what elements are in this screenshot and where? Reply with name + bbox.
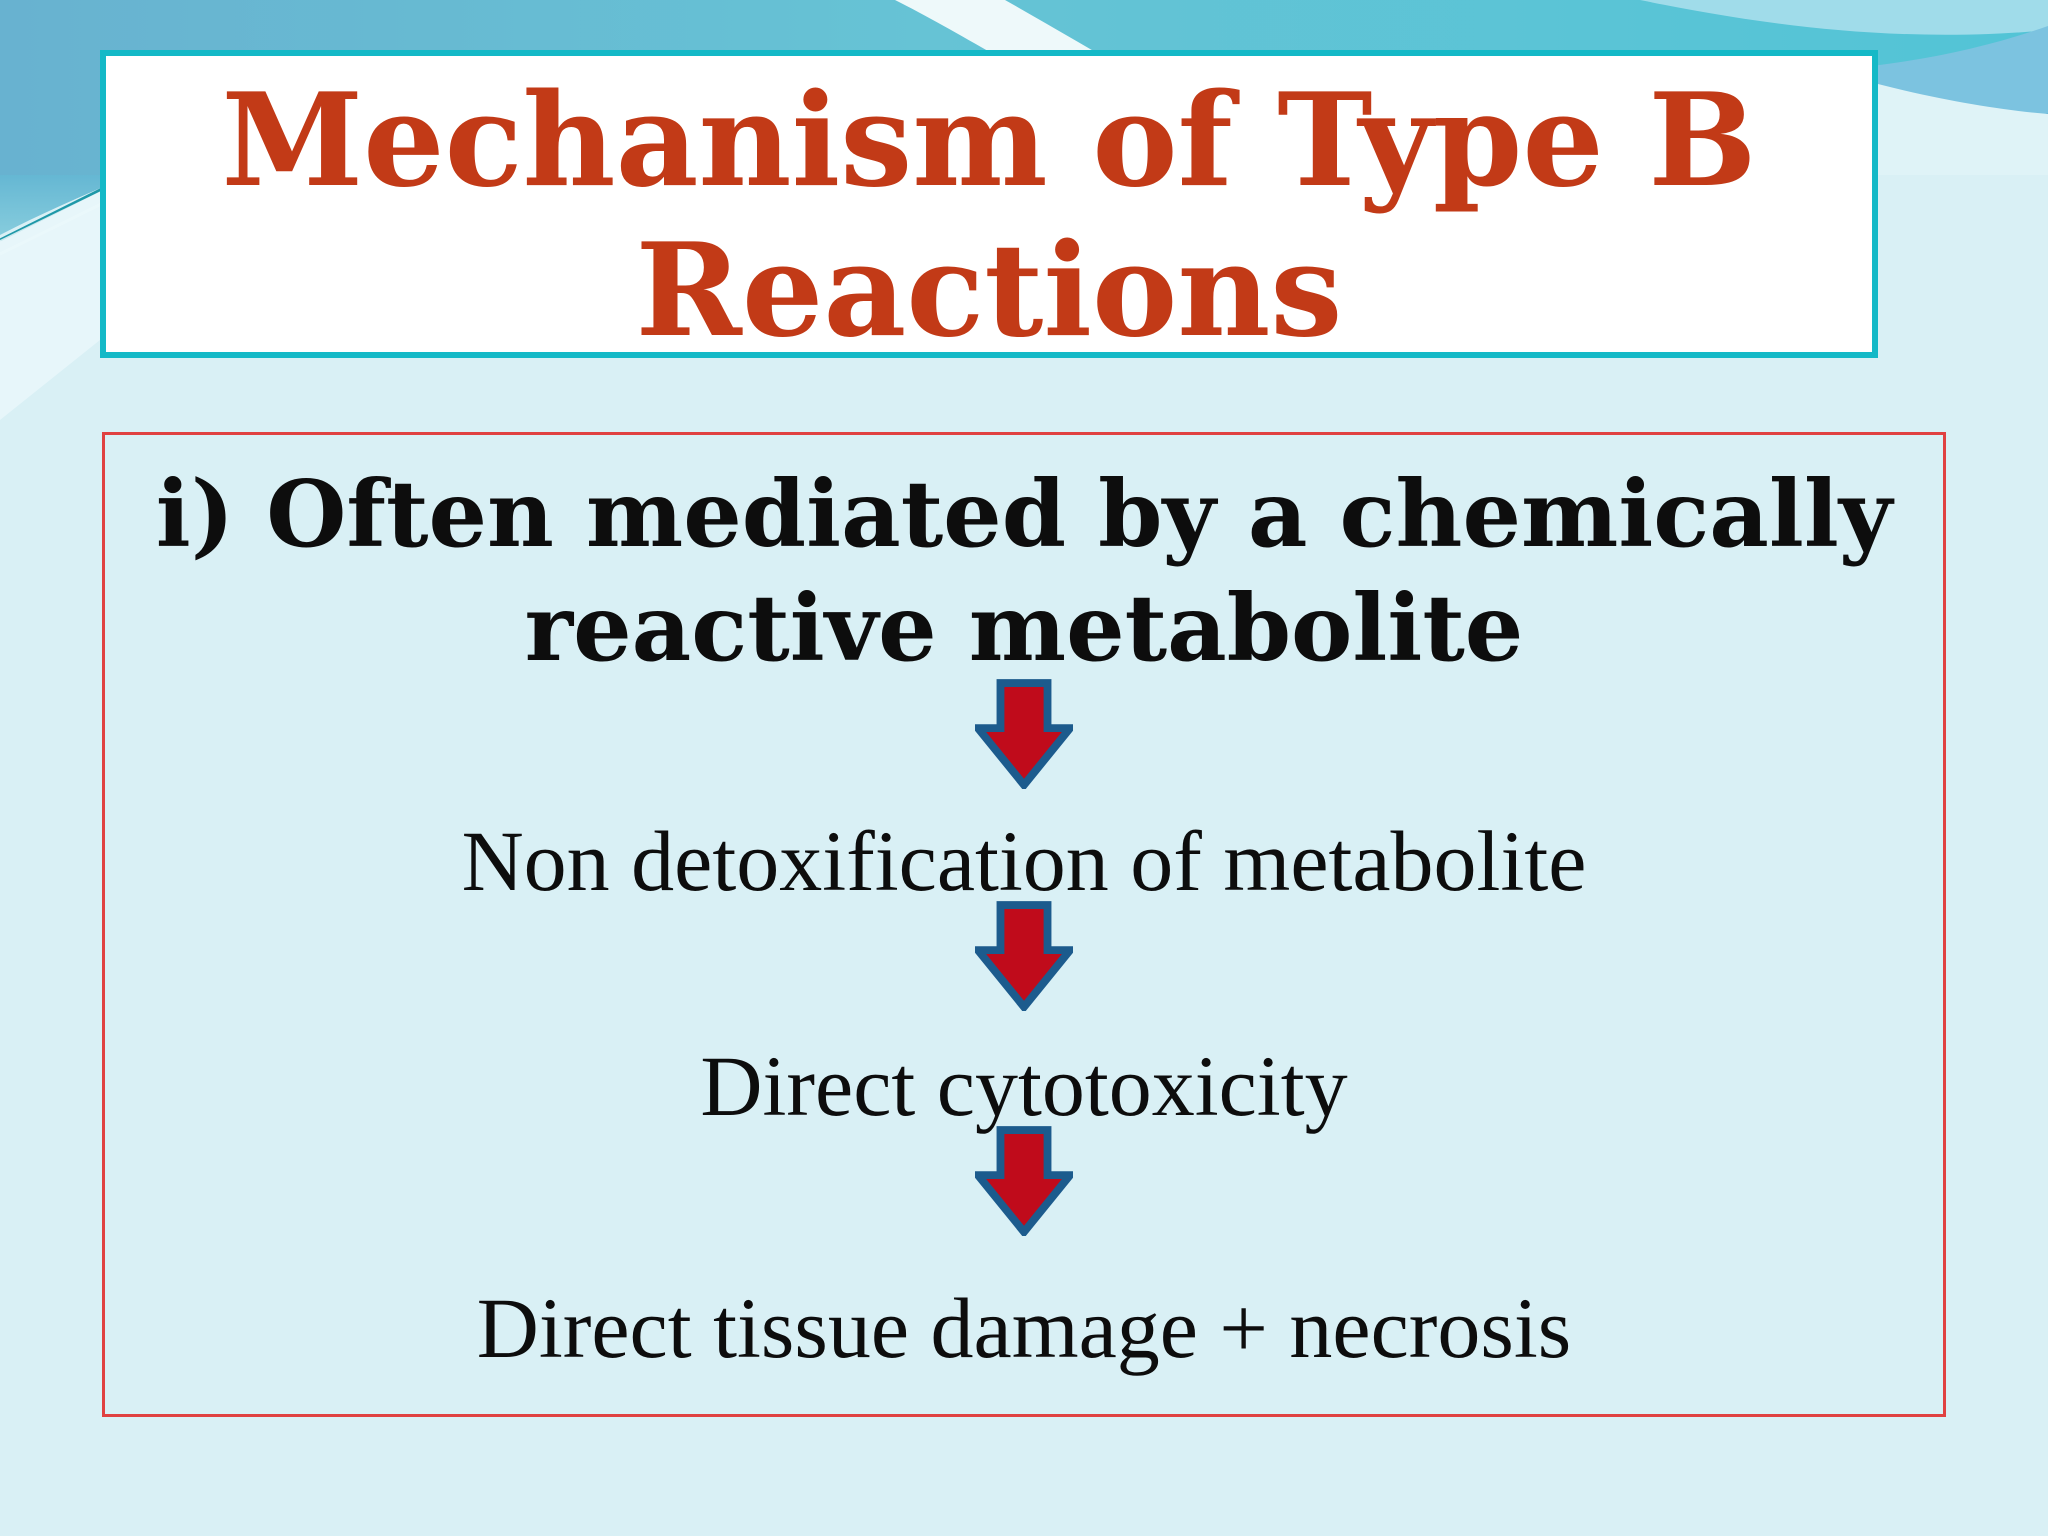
down-arrow-icon <box>975 679 1073 789</box>
slide-title-line-2: Reactions <box>635 216 1343 366</box>
top-right-light-wave <box>1640 0 2048 35</box>
flow-heading: i) Often mediated by a chemically reacti… <box>105 457 1943 685</box>
flow-heading-line-1: i) Often mediated by a chemically <box>155 460 1893 568</box>
title-box: Mechanism of Type B Reactions <box>100 50 1878 366</box>
flow-step-1: Non detoxification of metabolite <box>461 813 1587 909</box>
flow-heading-line-2: reactive metabolite <box>524 574 1524 682</box>
flow-step-2: Direct cytotoxicity <box>700 1038 1348 1134</box>
flow-step-3: Direct tissue damage + necrosis <box>476 1280 1572 1376</box>
left-wave-wedge <box>0 175 130 235</box>
content-box: i) Often mediated by a chemically reacti… <box>102 432 1946 1417</box>
right-pale-wedge <box>1878 84 2048 175</box>
down-arrow-icon <box>975 901 1073 1011</box>
slide-title-line-1: Mechanism of Type B <box>221 66 1757 216</box>
down-arrow-icon <box>975 1126 1073 1236</box>
